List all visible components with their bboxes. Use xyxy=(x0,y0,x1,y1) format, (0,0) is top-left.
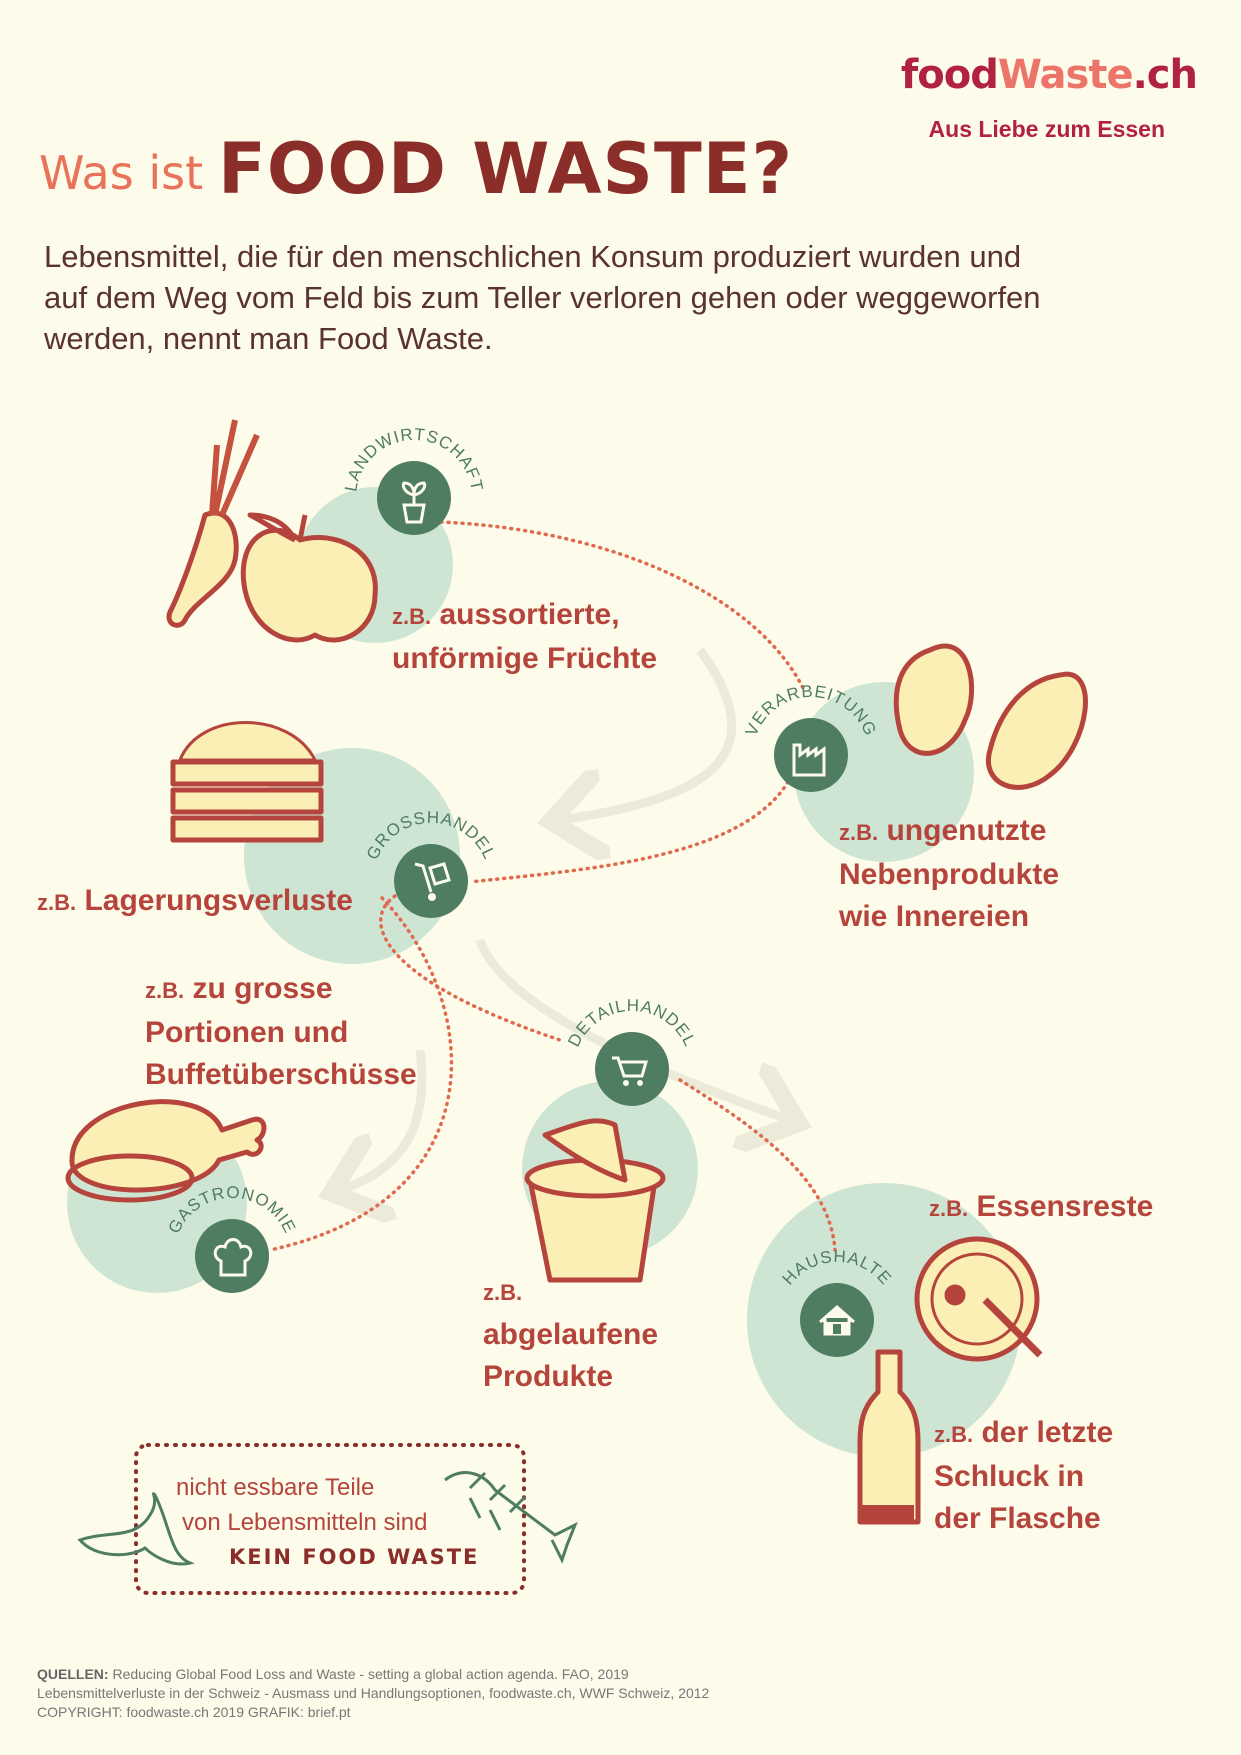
example-line: der Flasche xyxy=(934,1502,1101,1535)
hand-truck-icon xyxy=(394,844,468,918)
example-line: abgelaufene xyxy=(483,1318,659,1351)
plate-illustration xyxy=(914,1236,1043,1362)
note-line: nicht essbare Teile xyxy=(176,1474,375,1501)
example-landwirtschaft: z.B. aussortierte, unförmige Früchte xyxy=(392,594,657,680)
chicken-leg-illustration xyxy=(65,1099,267,1203)
example-line: ungenutzte xyxy=(886,814,1047,847)
note-line: von Lebensmitteln sind xyxy=(182,1509,428,1536)
example-gastronomie: z.B. zu grosse Portionen und Buffetübers… xyxy=(145,968,417,1096)
zb-prefix: z.B. xyxy=(37,890,77,915)
example-line: Buffetüberschüsse xyxy=(145,1058,417,1091)
zb-prefix: z.B. xyxy=(929,1196,969,1221)
zb-prefix: z.B. xyxy=(839,820,879,845)
zb-prefix: z.B. xyxy=(145,978,185,1003)
example-line: der letzte xyxy=(981,1416,1114,1449)
yogurt-cup-illustration xyxy=(524,1118,666,1283)
intro-paragraph: Lebensmittel, die für den menschlichen K… xyxy=(44,239,1041,356)
flow-arrow xyxy=(340,1049,427,1190)
house-icon xyxy=(800,1283,874,1357)
example-line: Produkte xyxy=(483,1360,614,1393)
crate-illustration xyxy=(170,721,324,843)
source: Reducing Global Food Loss and Waste - se… xyxy=(112,1666,629,1682)
zb-prefix: z.B. xyxy=(483,1280,523,1305)
title-prefix: Was ist xyxy=(39,146,204,200)
footer-sources: QUELLEN: Reducing Global Food Loss and W… xyxy=(37,1665,709,1722)
banana-peel-illustration xyxy=(77,1492,195,1566)
shopping-cart-icon xyxy=(595,1032,669,1106)
example-line: Lagerungsverluste xyxy=(84,884,353,917)
supply-chain-path xyxy=(268,520,837,1252)
logo-part: .ch xyxy=(1132,52,1198,98)
sources-label: QUELLEN: xyxy=(37,1666,109,1682)
example-haushalte-2: z.B. der letzte Schluck in der Flasche xyxy=(934,1412,1113,1540)
flow-arrow xyxy=(560,647,737,820)
flow-arrow xyxy=(475,938,790,1120)
logo-tagline: Aus Liebe zum Essen xyxy=(928,116,1165,142)
chef-hat-icon xyxy=(195,1219,269,1293)
note-emphasis: KEIN FOOD WASTE xyxy=(229,1545,480,1569)
bottle-illustration xyxy=(857,1349,921,1525)
logo-part: food xyxy=(900,52,999,98)
example-line: Nebenprodukte xyxy=(839,858,1060,891)
note-box xyxy=(134,1443,526,1595)
carrot-illustration xyxy=(166,419,260,628)
example-line: aussortierte, xyxy=(439,598,620,631)
note-text: nicht essbare Teile von Lebensmitteln si… xyxy=(176,1470,479,1575)
source: Lebensmittelverluste in der Schweiz - Au… xyxy=(37,1685,710,1701)
example-line: Essensreste xyxy=(976,1190,1154,1223)
example-haushalte: z.B. Essensreste xyxy=(929,1186,1153,1230)
fish-bone-illustration xyxy=(444,1471,578,1564)
example-detailhandel: z.B. abgelaufene Produkte xyxy=(483,1270,658,1398)
example-grosshandel: z.B. Lagerungsverluste xyxy=(37,880,353,924)
foodwaste-logo[interactable]: foodWaste.ch xyxy=(900,52,1198,98)
example-line: wie Innereien xyxy=(839,900,1030,933)
example-verarbeitung: z.B. ungenutzte Nebenprodukte wie Innere… xyxy=(839,810,1059,938)
zb-prefix: z.B. xyxy=(934,1422,974,1447)
factory-icon xyxy=(774,718,848,792)
kidney-beans-illustration xyxy=(893,643,1088,790)
copyright: COPYRIGHT: foodwaste.ch 2019 GRAFIK: bri… xyxy=(37,1704,351,1720)
example-line: Portionen und xyxy=(145,1016,349,1049)
apple-illustration xyxy=(240,512,378,643)
logo-part: Waste xyxy=(997,52,1134,98)
example-line: Schluck in xyxy=(934,1460,1085,1493)
zb-prefix: z.B. xyxy=(392,604,432,629)
page-title: FOOD WASTE? xyxy=(218,128,794,210)
example-line: zu grosse xyxy=(192,972,333,1005)
example-line: unförmige Früchte xyxy=(392,642,658,675)
